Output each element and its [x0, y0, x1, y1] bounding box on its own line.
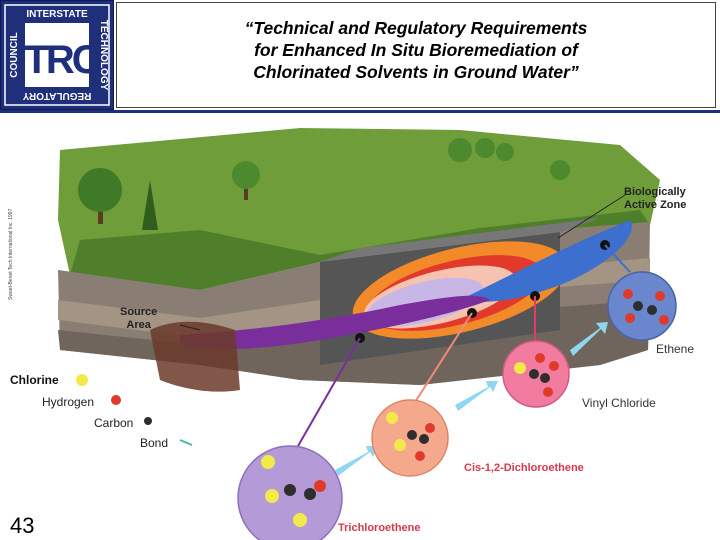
logo-ring-right: TECHNOLOGY — [98, 20, 109, 91]
vinyl-chloride-label: Vinyl Chloride — [582, 396, 656, 410]
legend-carbon: Carbon — [94, 416, 134, 430]
header-bar: ITRC INTERSTATE REGULATORY TECHNOLOGY CO… — [0, 0, 720, 110]
bond-swatch — [179, 439, 193, 446]
tce-molecule — [237, 445, 343, 540]
source-area — [150, 321, 240, 392]
carbon-swatch — [144, 417, 152, 425]
title-box: “Technical and Regulatory Requirements f… — [116, 2, 716, 108]
ethene-label: Ethene — [656, 342, 695, 356]
biologically-active-zone-label: Biologically Active Zone — [624, 186, 687, 211]
ethene-molecule — [607, 271, 677, 341]
chlorine-swatch — [76, 374, 88, 386]
bioremediation-illustration — [58, 128, 677, 540]
tce-label: Trichloroethene — [338, 522, 421, 534]
header-rule — [0, 110, 720, 113]
legend-swatches — [76, 374, 193, 446]
tce-plume — [180, 295, 490, 350]
logo-letters: ITRC — [16, 38, 99, 82]
hydrogen-swatch — [111, 395, 121, 405]
source-area-label: Source Area — [120, 306, 158, 331]
legend-bond: Bond — [140, 436, 169, 450]
vc-molecule — [502, 340, 570, 408]
slide-number: 43 — [10, 513, 35, 538]
slide-title: “Technical and Regulatory Requirements f… — [244, 18, 588, 82]
reaction-arrows — [335, 322, 608, 476]
logo-ring-top: INTERSTATE — [26, 9, 88, 20]
dce-molecule — [371, 399, 449, 477]
legend-chlorine: Chlorine — [10, 373, 59, 387]
itrc-logo: ITRC INTERSTATE REGULATORY TECHNOLOGY CO… — [0, 0, 114, 110]
monitoring-probes — [289, 240, 631, 461]
logo-ring-bottom: REGULATORY — [22, 90, 91, 101]
copyright-note: Sweet-Benet Tech International Inc. 1997 — [8, 208, 14, 300]
cis-dce-label: Cis-1,2-Dichloroethene — [464, 462, 584, 474]
legend-hydrogen: Hydrogen — [42, 395, 95, 409]
ethene-plume — [460, 220, 632, 302]
logo-ring-left: COUNCIL — [9, 32, 20, 78]
trees — [78, 138, 570, 230]
